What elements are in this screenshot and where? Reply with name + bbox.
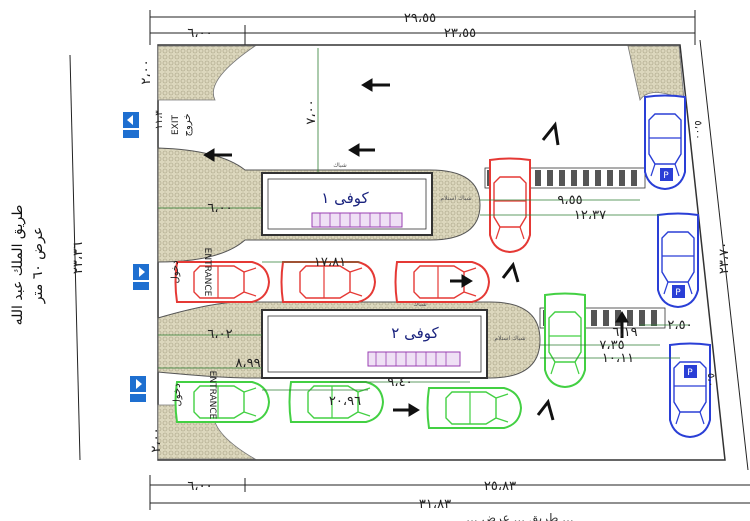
kiosk-2-window: شباك: [413, 301, 427, 308]
turn-arrow-icon: [501, 261, 520, 283]
kiosk-2: [261, 309, 488, 379]
arrow-left-icon: [361, 78, 390, 92]
arrow-left-icon: [203, 148, 232, 162]
svg-text:P: P: [675, 288, 681, 298]
dim-bottom-overall: ٣١،٨٣: [419, 497, 451, 512]
dim-side-a: ٥،٠٠: [692, 120, 703, 139]
turn-arrow-icon: [536, 398, 555, 421]
dim-queue2: ٢٠،٩٦: [329, 394, 361, 409]
traffic-arrows: [203, 78, 629, 421]
dim-bottom-inner: ٢٥،٨٣: [484, 479, 516, 494]
dim-side-b: ٥،٠: [705, 373, 716, 387]
entrance-sign-1: [133, 264, 149, 290]
arrow-right-icon: [450, 274, 473, 288]
kiosk-2-note: شباك استلام: [494, 335, 525, 342]
entrance-1-label-en: ENTRANCE: [202, 248, 212, 297]
dim-right-b: ١٢،٣٧: [574, 208, 606, 223]
svg-text:P: P: [663, 171, 669, 181]
dim-queue1: ١٧،٨١: [314, 255, 346, 270]
entrance-1-label-ar: دخول: [170, 260, 181, 283]
exit-label-ar: خروج: [182, 114, 193, 137]
entrance-sign-2: [130, 376, 146, 402]
dim-left-side: ٢٣،٣٦: [71, 242, 86, 274]
entrance-2-label-en: ENTRANCE: [207, 371, 217, 420]
top-dimensions: ٢٩،٥٥ ٢٣،٥٥ ٦،٠٠: [149, 10, 696, 45]
entrance-2-label-ar: دخول: [172, 383, 183, 406]
dim-top-inner: ٢٣،٥٥: [444, 26, 476, 41]
dim-right-a: ٩،٥٥: [557, 193, 582, 208]
landscape-top-right: [627, 45, 685, 102]
internal-dim-lines: [158, 48, 690, 391]
dim-corner-bottom: ٢،٠٠: [149, 427, 164, 452]
exit-label-en: EXIT: [171, 115, 181, 136]
kiosk-1-stair: [311, 212, 403, 228]
accessible-parking-icons: P P P: [660, 168, 697, 378]
dim-right-c: ٧،٣٥: [599, 338, 624, 353]
dim-right-e: ٢،٥٠: [667, 318, 692, 333]
dim-kiosk2-width: ٦،٠٢: [207, 327, 232, 342]
kiosk-1-label: كوفى ١: [321, 189, 369, 207]
arrow-up-icon: [615, 311, 629, 338]
dim-corner-top: ٢،٠٠: [139, 59, 154, 84]
arrow-left-icon: [348, 143, 375, 157]
kiosk-2-stair: [367, 351, 461, 367]
bottom-road-text: ... طريق ... عرض ...: [466, 511, 573, 521]
dim-top-overall: ٢٩،٥٥: [404, 11, 436, 26]
blue-cars: [644, 94, 711, 438]
road-width: عرض ٦٠ متر: [30, 227, 46, 304]
svg-text:P: P: [687, 368, 693, 378]
dim-lane-top: ٧،٠٠: [304, 99, 319, 124]
dim-top-left: ٦،٠٠: [187, 26, 212, 41]
bottom-dimensions: ٢٥،٨٣ ٦،٠٠ ٣١،٨٣: [149, 475, 750, 512]
turn-arrow-icon: [541, 121, 560, 146]
dim-entry1-width: ٨،٩٩: [235, 356, 260, 371]
dim-right-d: ١٠،١١: [602, 351, 634, 366]
dim-right-side: ٢٣،٧٠: [717, 242, 732, 274]
road-name: طريق الملك عبد الله: [10, 205, 26, 326]
dim-bottom-left: ٦،٠٠: [187, 479, 212, 494]
landscape-top-left: [157, 45, 257, 101]
kiosk-2-label: كوفى ٢: [391, 324, 439, 342]
dim-kiosk1-width: ٦،٠٠: [207, 201, 232, 216]
dim-lane-left-top: ١١،٣: [154, 110, 165, 130]
kiosk-1-window: شباك: [333, 162, 347, 169]
dim-right-f: ٦،١٩: [612, 325, 637, 340]
arrow-right-icon: [393, 403, 420, 417]
exit-sign: [123, 112, 139, 138]
dim-kiosk2-depth: ٩،٤٠: [387, 375, 412, 390]
kiosk-1-note: شباك استلام: [440, 195, 471, 202]
